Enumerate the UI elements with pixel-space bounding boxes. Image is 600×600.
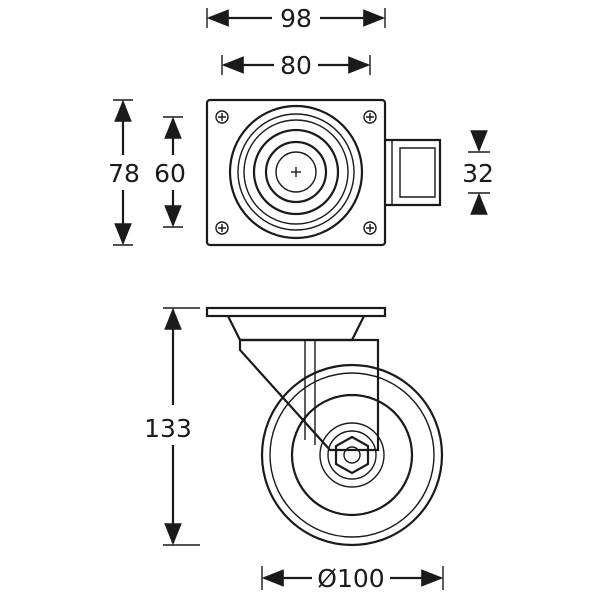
label-plate-width: 98 (280, 4, 312, 33)
label-hole-spacing-width: 80 (280, 51, 312, 80)
label-bolt-hole: 32 (462, 159, 494, 188)
top-view-plate (205, 98, 442, 247)
dimension-wheel-diameter: Ø100 (261, 564, 444, 593)
hex-nut-icon (334, 435, 370, 475)
label-total-height: 133 (144, 414, 192, 443)
dimension-bolt-hole: 32 (462, 130, 494, 215)
label-wheel-diameter: Ø100 (317, 564, 384, 593)
dimension-plate-width: 98 (206, 4, 386, 33)
label-hole-spacing-length: 60 (154, 159, 186, 188)
dimension-total-height: 133 (144, 307, 200, 546)
screw-hole-icons (215, 110, 377, 235)
label-plate-length: 78 (108, 159, 140, 188)
dimension-plate-length: 78 (108, 99, 140, 246)
dimension-hole-spacing-length: 60 (154, 116, 186, 228)
side-view-caster (205, 306, 444, 547)
dimension-hole-spacing-width: 80 (221, 51, 371, 80)
